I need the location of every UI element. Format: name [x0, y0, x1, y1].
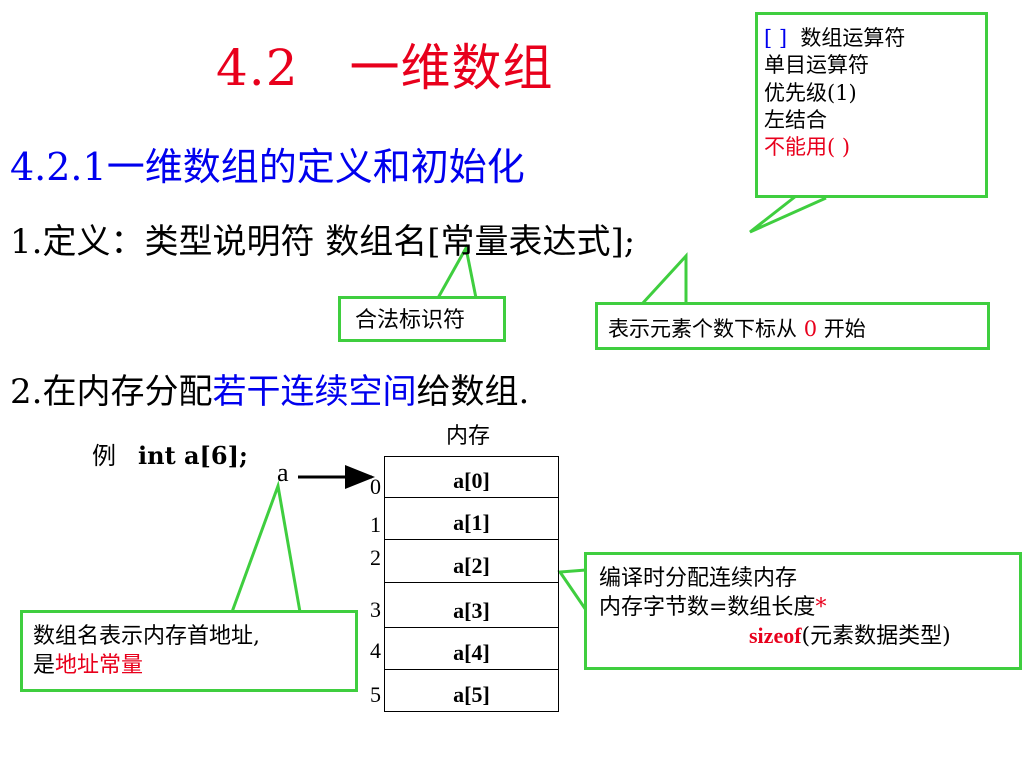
- alloc-line-3-text: (元素数据类型): [801, 624, 951, 650]
- memory-cell: a[0]: [385, 467, 558, 498]
- elements-callout-pointer: [640, 252, 688, 306]
- alloc-line-1: 编译时分配连续内存: [599, 566, 798, 591]
- operator-callout: [ ] 数组运算符 单目运算符 优先级(1) 左结合 不能用( ): [755, 12, 988, 198]
- section-heading: 4.2.1一维数组的定义和初始化: [10, 145, 525, 189]
- elements-zero: 0: [803, 317, 818, 341]
- memory-index: 1: [370, 512, 381, 537]
- allocation-callout: 编译时分配连续内存 内存字节数=数组长度* sizeof(元素数据类型): [584, 552, 1022, 670]
- operator-line-1-text: 数组运算符: [800, 26, 906, 50]
- memory-index: 4: [370, 638, 381, 663]
- memory-cell: a[2]: [385, 552, 558, 583]
- allocation-prefix: 2.在内存分配: [10, 372, 213, 412]
- operator-line-1: [ ] 数组运算符: [764, 25, 979, 52]
- address-line-2-prefix: 是: [33, 652, 56, 678]
- memory-block: a[0] a[1] a[2] a[3] a[4] a[5]: [384, 456, 559, 712]
- example-code: int a[6];: [138, 441, 248, 470]
- multiply-symbol: *: [815, 594, 827, 620]
- operator-callout-pointer: [749, 194, 827, 234]
- allocation-line: 2.在内存分配若干连续空间给数组.: [10, 364, 529, 413]
- memory-index: 2: [370, 545, 381, 570]
- operator-line-4: 左结合: [764, 107, 827, 132]
- elements-prefix: 表示元素个数下标从: [608, 317, 797, 341]
- operator-line-3: 优先级(1): [764, 80, 857, 105]
- alloc-line-3: sizeof(元素数据类型): [599, 622, 1007, 652]
- bracket-operator: [ ]: [764, 26, 788, 50]
- sizeof-keyword: sizeof: [749, 623, 802, 649]
- address-constant: 地址常量: [55, 652, 144, 678]
- alloc-line-2-text: 内存字节数=数组长度: [599, 594, 816, 620]
- memory-index: 3: [370, 597, 381, 622]
- identifier-callout: 合法标识符: [338, 296, 506, 342]
- allocation-highlight: 若干连续空间: [212, 372, 417, 412]
- alloc-line-2: 内存字节数=数组长度*: [599, 594, 1007, 623]
- memory-label: 内存: [446, 424, 491, 449]
- identifier-callout-pointer: [436, 243, 478, 299]
- elements-suffix: 开始: [823, 317, 866, 341]
- elements-callout: 表示元素个数下标从 0 开始: [595, 302, 990, 350]
- allocation-suffix: 给数组.: [416, 372, 530, 412]
- operator-line-5: 不能用( ): [764, 135, 851, 160]
- address-callout-pointer: [230, 480, 302, 613]
- memory-index: 5: [370, 682, 381, 707]
- slide-title: 4.2 一维数组: [216, 39, 554, 97]
- alloc-callout-pointer: [557, 568, 588, 611]
- address-callout: 数组名表示内存首地址, 是地址常量: [20, 610, 358, 692]
- memory-cell: a[5]: [453, 682, 490, 707]
- memory-index: 0: [370, 474, 381, 499]
- memory-cell: a[3]: [385, 597, 558, 628]
- memory-cell: a[1]: [385, 509, 558, 540]
- example-label: 例: [92, 442, 116, 470]
- memory-cell: a[4]: [385, 639, 558, 670]
- pointer-label: a: [277, 458, 289, 487]
- address-line-1: 数组名表示内存首地址,: [33, 624, 260, 649]
- operator-line-2: 单目运算符: [764, 53, 869, 78]
- definition-line: 1.定义：类型说明符 数组名[常量表达式];: [10, 222, 636, 262]
- example-line: 例 int a[6];: [92, 436, 248, 471]
- address-line-2: 是地址常量: [33, 652, 345, 681]
